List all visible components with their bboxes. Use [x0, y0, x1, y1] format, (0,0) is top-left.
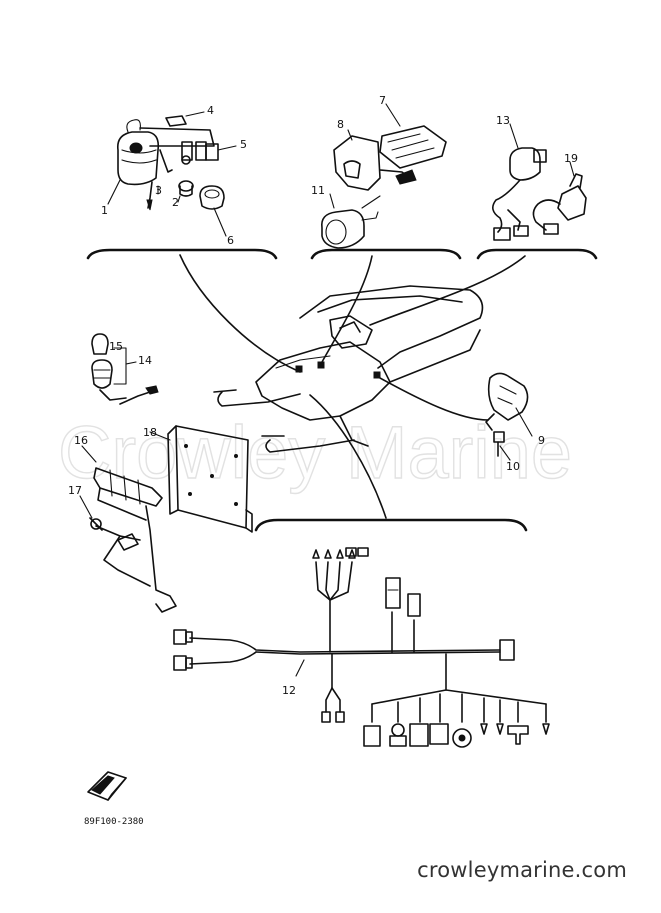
- label-9: 9: [538, 434, 545, 447]
- wire-harness: [173, 547, 550, 748]
- footer-url: crowleymarine.com: [417, 858, 627, 882]
- diagram-code: 89F100-2380: [84, 817, 144, 827]
- label-3: 3: [155, 184, 162, 197]
- label-16: 16: [74, 434, 88, 447]
- rectifier-assembly: [79, 445, 177, 613]
- cdi-unit-assembly: [320, 103, 447, 249]
- label-11: 11: [311, 184, 325, 197]
- bulb-assembly: [91, 333, 159, 405]
- label-6: 6: [227, 234, 234, 247]
- label-10: 10: [506, 460, 520, 473]
- reference-book-icon: [87, 771, 127, 801]
- leader-lines: [179, 254, 526, 519]
- main-switch-assembly: [492, 123, 587, 241]
- label-13: 13: [496, 114, 510, 127]
- snowmobile-outline: [213, 285, 484, 453]
- label-12: 12: [282, 684, 296, 697]
- mounting-plate: [149, 425, 253, 533]
- label-7: 7: [379, 94, 386, 107]
- group-brackets: [86, 248, 598, 532]
- label-18: 18: [143, 426, 157, 439]
- label-8: 8: [337, 118, 344, 131]
- part-number-labels: 1 2 3 4 5 6 7 8 9 10 11 12 13 14 15 16 1…: [68, 94, 578, 697]
- label-2: 2: [172, 196, 179, 209]
- label-5: 5: [240, 138, 247, 151]
- top-terminals: [312, 547, 369, 559]
- regulator-assembly: [485, 372, 533, 461]
- label-15: 15: [109, 340, 123, 353]
- label-19: 19: [564, 152, 578, 165]
- coil-assembly: [107, 111, 237, 237]
- label-4: 4: [207, 104, 214, 117]
- label-1: 1: [101, 204, 108, 217]
- label-14: 14: [138, 354, 152, 367]
- label-17: 17: [68, 484, 82, 497]
